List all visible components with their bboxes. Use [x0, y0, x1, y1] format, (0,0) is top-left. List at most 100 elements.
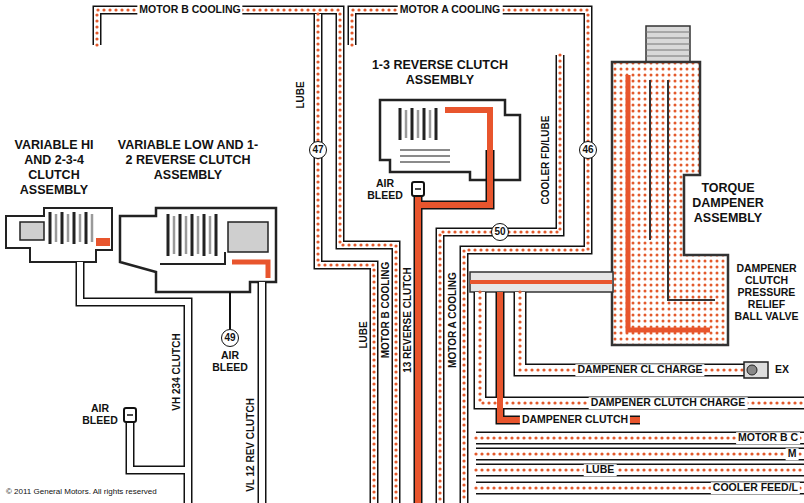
- passage-outline: [476, 464, 804, 477]
- air-bleed-symbol: [127, 414, 133, 416]
- assembly-heading: TORQUE DAMPENER ASSEMBLY: [690, 181, 766, 226]
- passage-name: COOLER FD/LUBE: [540, 114, 551, 207]
- passage-outline: [476, 482, 804, 495]
- passage-interior: [318, 14, 374, 503]
- passage-outline: [476, 448, 804, 461]
- passage-outline: [318, 14, 374, 503]
- passage-interior: [476, 433, 804, 443]
- passage-interior: [476, 483, 804, 493]
- passage-interiors: [80, 10, 804, 503]
- apply-chamber: [445, 110, 490, 150]
- assembly-label: 1-3 REVERSE CLUTCH ASSEMBLY: [362, 56, 520, 182]
- oil-dots: [476, 468, 804, 471]
- passage-oil-dots: [97, 10, 804, 503]
- oil-dots: [440, 55, 560, 503]
- callout-circle: 47: [309, 141, 327, 159]
- oil-dots: [318, 14, 374, 503]
- passage-interior: [259, 282, 265, 503]
- ball-valve-symbol: [747, 365, 757, 375]
- copyright-notice: © 2011 General Motors. All rights reserv…: [4, 488, 159, 497]
- passage-name: MOTOR A COOLING: [398, 4, 503, 16]
- clutch-plates: [400, 108, 436, 140]
- passage-name: DAMPENER CL CHARGE: [575, 364, 704, 376]
- passage-outline: [97, 10, 396, 503]
- oil-dots: [476, 452, 804, 455]
- passage-interior: [476, 449, 804, 459]
- passage-outline: [520, 292, 744, 370]
- valve-body-channel: [470, 280, 612, 284]
- dampener-spring: [646, 32, 690, 56]
- callout-number: 47: [312, 145, 323, 155]
- clutch-housing: [6, 208, 112, 262]
- passage-outline: [258, 282, 267, 503]
- passage-interior: [476, 465, 804, 475]
- clutch-housing: [380, 100, 520, 180]
- passage-name: MOTOR B COOLING: [380, 260, 391, 360]
- clutch-plates: [406, 110, 430, 138]
- passage-name: LUBE: [358, 319, 369, 350]
- passage-outline: [352, 10, 588, 503]
- clutch-piston: [20, 222, 44, 240]
- passage-outlines: [80, 10, 804, 503]
- exhaust-label: EX: [773, 364, 791, 376]
- passage-outline: [418, 150, 490, 205]
- assembly-label: TORQUE DAMPENER ASSEMBLY: [604, 26, 768, 350]
- air-bleed-symbol: [415, 188, 421, 190]
- passage-name: LUBE: [584, 464, 617, 476]
- passage-interior: [130, 420, 188, 470]
- assembly-heading: VARIABLE HI AND 2-3-4 CLUTCH ASSEMBLY: [4, 138, 104, 198]
- passage-name: MOTOR A COOLING: [447, 270, 458, 370]
- callout-number: 46: [582, 145, 593, 155]
- passage-name: 13 REVERSE CLUTCH: [402, 265, 413, 375]
- pressurized-passages: [418, 150, 640, 503]
- oil-dots: [520, 292, 744, 370]
- passage-name: MOTOR B COOLING: [137, 4, 242, 16]
- passage-name: DAMPENER CLUTCH CHARGE: [589, 397, 748, 409]
- oil-dots: [352, 10, 588, 503]
- valve-heading: DAMPENER CLUTCH PRESSURE RELIEF BALL VAL…: [733, 262, 800, 322]
- dampener-wall: [649, 80, 651, 240]
- air-bleed-label: AIR BLEED: [206, 350, 254, 373]
- air-bleed-label: AIR BLEED: [363, 178, 407, 201]
- passage-name: DAMPENER CLUTCH: [520, 414, 630, 426]
- apply-chamber: [96, 238, 110, 246]
- clutch-plates: [168, 214, 216, 256]
- passage-outline: [414, 188, 423, 503]
- air-bleed-label: AIR BLEED: [78, 403, 122, 426]
- apply-chamber: [232, 262, 268, 278]
- passage-name: COOLER FEED/L: [711, 482, 800, 494]
- callout-circle: 50: [491, 223, 509, 241]
- passage-outline: [130, 420, 188, 470]
- passage-name: VH 234 CLUTCH: [171, 331, 182, 412]
- ball-valve-symbol: [744, 362, 768, 378]
- pressurized-oil: [415, 188, 421, 503]
- air-bleed-symbol: [412, 182, 424, 196]
- callout-number: 50: [494, 227, 505, 237]
- clutch-housing: [120, 208, 276, 292]
- passage-name: LUBE: [295, 79, 306, 110]
- valve-body: [470, 272, 613, 292]
- oil-dots: [97, 10, 396, 503]
- callout-circle: 46: [579, 141, 597, 159]
- passage-interior: [520, 292, 744, 370]
- passage-name: M: [786, 448, 799, 460]
- passage-outline: [476, 432, 804, 445]
- clutch-piston: [228, 222, 268, 252]
- assembly-label: VARIABLE HI AND 2-3-4 CLUTCH ASSEMBLY: [2, 136, 106, 264]
- connector-line: [229, 292, 231, 329]
- passage-interior: [352, 10, 588, 503]
- passage-outline: [80, 262, 188, 503]
- dampener-cap: [646, 26, 690, 62]
- pressurized-oil: [418, 150, 490, 205]
- passage-interior: [80, 262, 188, 503]
- callout-number: 49: [224, 333, 235, 343]
- passage-name: VL 12 REV CLUTCH: [245, 396, 256, 494]
- valve-label: DAMPENER CLUTCH PRESSURE RELIEF BALL VAL…: [733, 262, 802, 382]
- assembly-heading: VARIABLE LOW AND 1-2 REVERSE CLUTCH ASSE…: [115, 138, 261, 183]
- clutch-plates: [174, 216, 210, 254]
